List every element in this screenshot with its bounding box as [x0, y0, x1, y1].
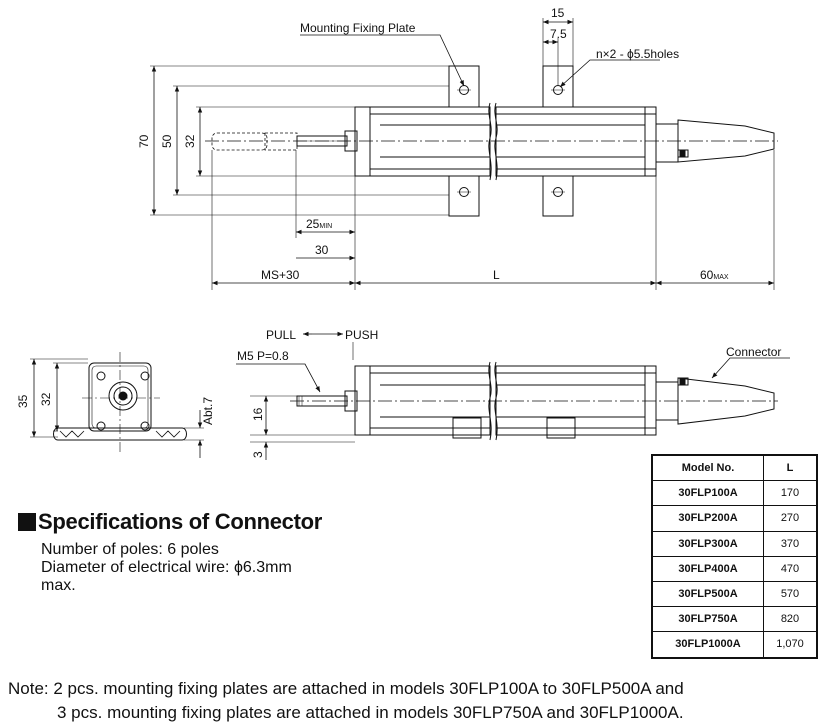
spec-poles: Number of poles: 6 poles	[41, 541, 219, 558]
dim-70: 70	[137, 134, 151, 148]
pull-label: PULL	[266, 328, 296, 342]
front-collar	[344, 130, 358, 152]
specifications-heading: Specifications of Connector	[18, 509, 322, 535]
side-body-front	[354, 365, 491, 436]
model-cell: 30FLP1000A	[651, 631, 764, 658]
side-foot-2	[546, 417, 576, 439]
dim-32-top: 32	[183, 134, 197, 148]
body-front	[354, 106, 491, 177]
spec-wire-diameter: Diameter of electrical wire: ϕ6.3mm	[41, 559, 292, 576]
header-L: L	[763, 454, 818, 482]
end-view	[30, 352, 204, 458]
end-view-labels: 35 32 Abt.7	[16, 392, 215, 425]
dim-16: 16	[251, 407, 265, 421]
dim-7-5: 7.5	[550, 27, 567, 41]
side-foot-1	[452, 417, 482, 439]
L-cell: 270	[763, 505, 818, 532]
L-cell: 570	[763, 580, 818, 608]
dim-15: 15	[551, 6, 565, 20]
specifications-body: Number of poles: 6 poles Diameter of ele…	[41, 541, 292, 595]
model-cell: 30FLP300A	[651, 530, 764, 557]
side-rod	[296, 395, 348, 407]
mounting-plate-label: Mounting Fixing Plate	[300, 21, 416, 35]
note-line-1: Note: 2 pcs. mounting fixing plates are …	[8, 679, 684, 698]
dim-35: 35	[16, 394, 30, 408]
connector-label: Connector	[726, 345, 781, 359]
rod-extension-dashed	[211, 132, 268, 151]
square-bullet-icon	[18, 513, 36, 531]
top-view	[150, 18, 778, 290]
note-line-2: 3 pcs. mounting fixing plates are attach…	[57, 703, 684, 722]
header-model-no: Model No.	[651, 454, 764, 482]
connector	[677, 119, 775, 163]
dim-32-end: 32	[39, 392, 53, 406]
side-connector	[677, 377, 775, 425]
note: Note: 2 pcs. mounting fixing plates are …	[8, 677, 684, 725]
holes-label: n×2 - ϕ5.5holes	[596, 47, 679, 61]
L-cell: 170	[763, 480, 818, 507]
side-view-labels: PULL PUSH M5 P=0.8 Connector 16 3	[237, 328, 781, 458]
L-cell: 820	[763, 606, 818, 633]
thread-label: M5 P=0.8	[237, 349, 289, 363]
L-cell: 1,070	[763, 631, 818, 658]
model-cell: 30FLP400A	[651, 555, 764, 582]
side-view	[236, 331, 790, 460]
top-view-labels: Mounting Fixing Plate n×2 - ϕ5.5holes 15…	[137, 6, 729, 282]
L-cell: 370	[763, 530, 818, 557]
side-body-rear	[495, 365, 657, 436]
model-cell: 30FLP750A	[651, 606, 764, 633]
spec-wire-diameter-cont: max.	[41, 577, 76, 594]
push-label: PUSH	[345, 328, 378, 342]
rod-end	[108, 381, 138, 411]
specifications-title: Specifications of Connector	[38, 509, 323, 534]
dim-abt7: Abt.7	[201, 397, 215, 425]
dim-50: 50	[160, 134, 174, 148]
mounting-plate-2	[542, 65, 574, 217]
model-cell: 30FLP100A	[651, 480, 764, 507]
model-cell: 30FLP500A	[651, 580, 764, 608]
dim-3: 3	[251, 451, 265, 458]
dim-L: L	[493, 268, 500, 282]
dim-ms30: MS+30	[261, 268, 300, 282]
end-plate	[88, 362, 152, 432]
mounting-plate-1	[448, 65, 480, 217]
table-header-row: Model No. L	[651, 454, 818, 482]
L-cell: 470	[763, 555, 818, 582]
body-rear	[495, 106, 657, 177]
dim-30: 30	[315, 243, 329, 257]
dim-25-min: 25MIN	[306, 217, 332, 231]
model-cell: 30FLP200A	[651, 505, 764, 532]
dim-60-max: 60MAX	[700, 268, 729, 282]
